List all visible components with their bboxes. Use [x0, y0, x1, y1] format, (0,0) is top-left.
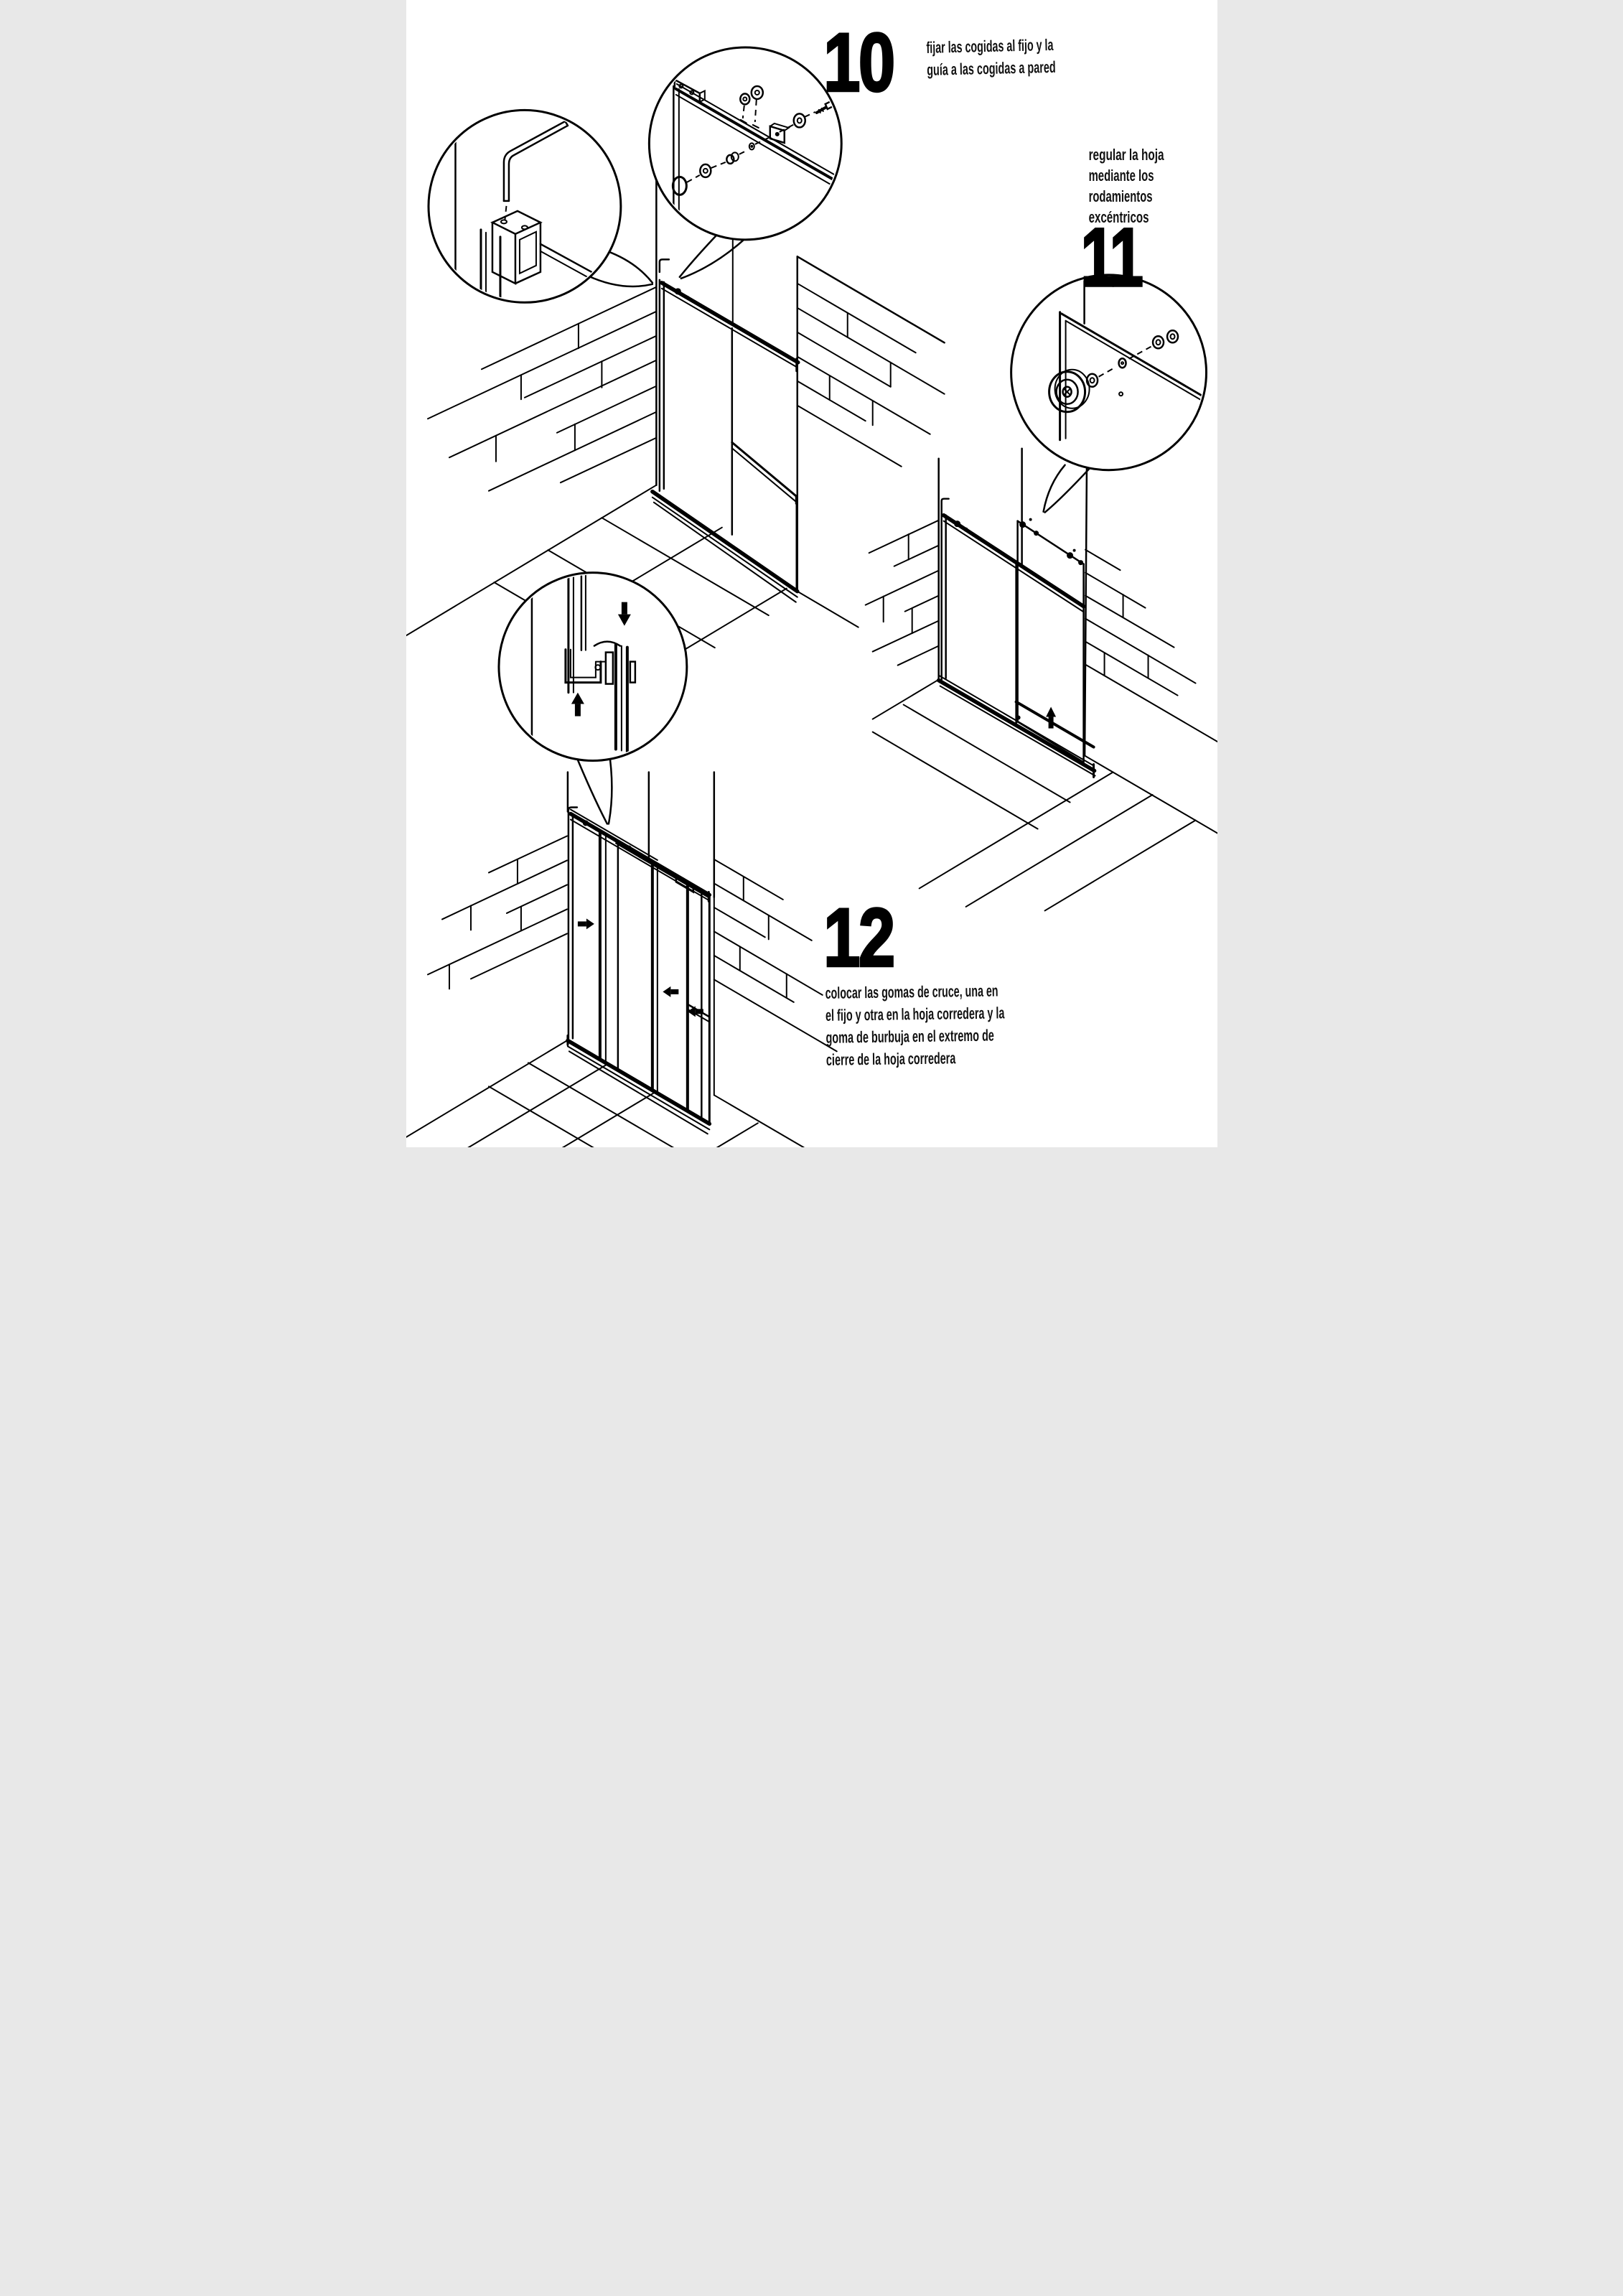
wall-bracket [490, 210, 543, 285]
tiled-wall-right [796, 282, 945, 467]
callout-tail [1042, 464, 1066, 513]
step-caption-line: fijar las cogidas al fijo y la [926, 36, 1054, 57]
scene-11 [864, 447, 1217, 912]
rail-magnified [539, 243, 594, 274]
left-arrow-icon [662, 986, 678, 997]
bottom-track [565, 1038, 711, 1126]
eccentric-hole [1117, 358, 1127, 369]
callout-gasket-detail [497, 571, 688, 825]
spacer-bushing-icon [725, 151, 739, 165]
sliding-panel [1016, 518, 1085, 763]
scene-12 [406, 771, 838, 1148]
door-assembly [565, 806, 711, 1135]
tiled-wall-left [426, 286, 657, 492]
cover-cap-icon [671, 175, 688, 196]
up-arrow-icon [571, 692, 584, 717]
roller-wheel-icon [1047, 368, 1090, 414]
step-caption-line: mediante los [1088, 167, 1154, 185]
mid-bar [730, 441, 797, 498]
sliding-panel-top [614, 842, 711, 899]
roller-dot [582, 820, 589, 826]
washer-icon [748, 142, 755, 151]
wall-corner-lines [566, 771, 715, 1096]
left-arrow-icon [687, 1006, 703, 1017]
step-caption-line: excéntricos [1088, 208, 1149, 226]
callout-tail [573, 750, 608, 825]
callout-tail [678, 233, 719, 279]
allen-key-icon [502, 120, 569, 202]
guide-rail-magnified [674, 87, 835, 181]
tiled-wall-left [864, 457, 940, 681]
roller-dot [1066, 552, 1073, 559]
roller-dot [1077, 560, 1083, 566]
gasket-strips [598, 830, 703, 1120]
bottom-track [650, 489, 800, 594]
roller-dot [1033, 531, 1039, 536]
instruction-illustration: 10 fijar las cogidas al fijo y la guía a… [406, 16, 1217, 1148]
instruction-sheet: 10 fijar las cogidas al fijo y la guía a… [406, 0, 1217, 1148]
callout-tail [606, 250, 653, 284]
washer-icon [739, 85, 764, 106]
callout-guide-fixing-detail [647, 46, 843, 280]
step-caption-line: colocar las gomas de cruce, una en [825, 982, 998, 1002]
gasket-lip [593, 640, 621, 647]
washer-icon [698, 163, 712, 179]
top-guide-rail [659, 281, 800, 365]
step-10-figure: 10 fijar las cogidas al fijo y la guía a… [406, 16, 1055, 680]
fixed-panel [650, 258, 800, 603]
tiled-floor [467, 1062, 759, 1148]
step-caption-line: el fijo y otra en la hoja corredera y la [825, 1004, 1004, 1024]
callout-roller-detail [1009, 274, 1207, 513]
step-number: 12 [823, 892, 893, 984]
right-arrow-icon [577, 918, 594, 930]
callout-circle [426, 108, 622, 304]
step-caption-line: goma de burbuja en el extremo de [825, 1027, 994, 1047]
down-arrow-icon [617, 602, 631, 626]
callout-wall-bracket-detail [426, 108, 653, 304]
fixed-panel [940, 498, 1085, 724]
step-caption-line: guía a las cogidas a pared [926, 58, 1055, 79]
assembly-dash [503, 205, 507, 220]
step-number: 11 [1080, 212, 1141, 304]
washer-icon [792, 113, 806, 129]
stile-top-hook [658, 258, 670, 274]
screw-hole [520, 225, 528, 230]
step-number: 10 [823, 17, 893, 108]
sliding-profile-magnified [594, 643, 636, 754]
tiled-floor [871, 678, 1197, 912]
screw-icon [1151, 330, 1179, 350]
bottom-guide-channel [563, 648, 607, 684]
callout-circle [647, 46, 843, 241]
up-arrow-icon [1045, 706, 1056, 729]
step-caption-line: cierre de la hoja corredera [825, 1049, 955, 1069]
square-nut [769, 122, 790, 144]
step-caption-line: regular la hoja [1088, 146, 1164, 164]
tiled-wall-right [713, 858, 838, 1148]
roller-dot [953, 521, 960, 528]
tiled-wall-left [406, 835, 568, 1138]
step-12-figure: 12 colocar las gomas de cruce, una en el… [406, 571, 1004, 1148]
callout-circle [497, 571, 688, 762]
screw-hole [500, 219, 508, 225]
callout-circle [1009, 274, 1207, 472]
bottom-track [936, 674, 1096, 779]
step-11-figure: regular la hoja mediante los rodamientos… [864, 146, 1217, 912]
step-caption-line: rodamientos [1088, 187, 1152, 205]
screw-hole [1118, 391, 1123, 397]
washer-icon [1085, 373, 1098, 388]
tiled-wall-right [1083, 455, 1217, 834]
fixed-profile-magnified [566, 574, 586, 694]
roller-dot [1019, 521, 1026, 528]
roller-dot [674, 288, 681, 295]
